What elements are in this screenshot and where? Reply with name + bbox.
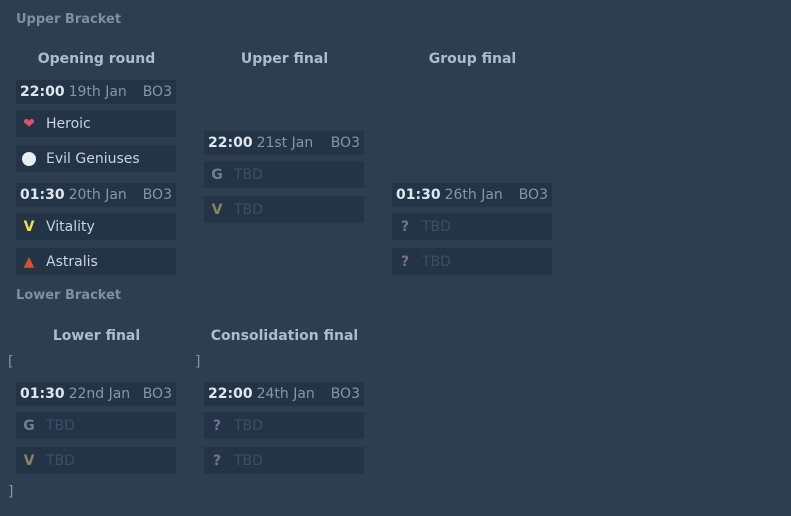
team-row[interactable]: V TBD — [204, 196, 364, 223]
match-format: BO3 — [142, 84, 172, 100]
team-row[interactable]: ? TBD — [204, 412, 364, 439]
question-mark-icon: ? — [212, 417, 222, 434]
bracket-open: [ — [8, 354, 14, 370]
column-group-final: Group final — [428, 51, 517, 67]
question-mark-icon: ? — [400, 218, 410, 235]
match-time: 22:00 — [208, 135, 253, 151]
evil-geniuses-logo-icon: G — [23, 417, 35, 434]
team-name: TBD — [46, 452, 75, 469]
evil-geniuses-logo-icon — [20, 150, 38, 168]
team-row[interactable]: V Vitality — [16, 213, 176, 240]
team-row[interactable]: V TBD — [16, 447, 176, 474]
team-name: TBD — [234, 452, 263, 469]
team-row[interactable]: Evil Geniuses — [16, 145, 176, 172]
match-time: 01:30 — [20, 187, 65, 203]
team-name: TBD — [234, 201, 263, 218]
match-time: 01:30 — [20, 386, 65, 402]
upper-bracket-title: Upper Bracket — [16, 12, 122, 27]
match-date: 20th Jan — [68, 187, 127, 203]
team-row[interactable]: ▲ Astralis — [16, 248, 176, 275]
team-name: TBD — [422, 218, 451, 235]
vitality-logo-icon: V — [23, 452, 35, 469]
match-time: 22:00 — [20, 84, 65, 100]
column-lower-final: Lower final — [52, 328, 141, 344]
column-consolidation-final: Consolidation final — [210, 328, 359, 344]
lower-bracket-title: Lower Bracket — [16, 288, 122, 303]
team-row[interactable]: ❤ Heroic — [16, 110, 176, 137]
team-row[interactable]: ? TBD — [392, 248, 552, 275]
team-row[interactable]: ? TBD — [204, 447, 364, 474]
match-date: 24th Jan — [256, 386, 315, 402]
match-date: 22nd Jan — [68, 386, 131, 402]
match-time: 22:00 — [208, 386, 253, 402]
match-format: BO3 — [142, 386, 172, 402]
team-name: TBD — [234, 166, 263, 183]
match-date: 19th Jan — [68, 84, 127, 100]
team-name: TBD — [234, 417, 263, 434]
team-row[interactable]: ? TBD — [392, 213, 552, 240]
evil-geniuses-logo-icon: G — [211, 166, 223, 183]
match-format: BO3 — [142, 187, 172, 203]
question-mark-icon: ? — [400, 253, 410, 270]
astralis-logo-icon: ▲ — [23, 253, 35, 270]
match-format: BO3 — [518, 187, 548, 203]
team-row[interactable]: G TBD — [16, 412, 176, 439]
vitality-logo-icon: V — [211, 201, 223, 218]
team-row[interactable]: G TBD — [204, 161, 364, 188]
team-name: Heroic — [46, 115, 91, 132]
team-name: Astralis — [46, 253, 98, 270]
team-name: TBD — [422, 253, 451, 270]
match-format: BO3 — [330, 386, 360, 402]
match-date: 26th Jan — [444, 187, 503, 203]
team-name: TBD — [46, 417, 75, 434]
team-name: Evil Geniuses — [46, 150, 140, 167]
heroic-logo-icon: ❤ — [23, 115, 35, 132]
match-date: 21st Jan — [256, 135, 314, 151]
vitality-logo-icon: V — [23, 218, 35, 235]
match-format: BO3 — [330, 135, 360, 151]
column-opening-round: Opening round — [37, 51, 156, 67]
question-mark-icon: ? — [212, 452, 222, 469]
bracket-close: ] — [8, 484, 14, 500]
bracket-close: ] — [195, 354, 201, 370]
column-upper-final: Upper final — [240, 51, 329, 67]
team-name: Vitality — [46, 218, 95, 235]
match-time: 01:30 — [396, 187, 441, 203]
